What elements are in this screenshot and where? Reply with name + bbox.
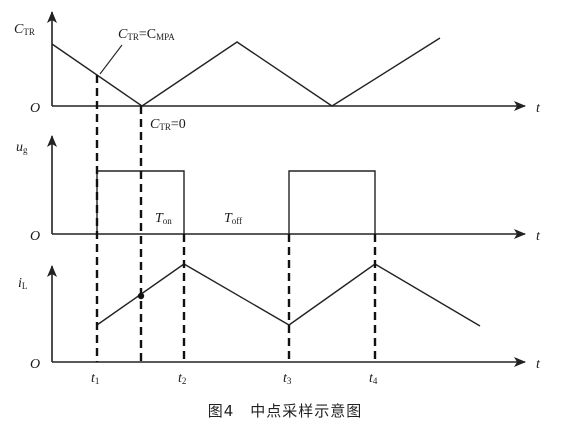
current-y-label: iL	[18, 276, 27, 291]
ton-label: Ton	[155, 211, 172, 226]
carrier-triangle-wave	[51, 37, 441, 107]
annotation-ctr-zero: CTR=0	[150, 117, 186, 132]
carrier-x-label: t	[536, 101, 541, 116]
time-label-t1: t1	[91, 371, 99, 386]
panel-carrier: CTR O t CTR=CMPA CTR=0	[14, 11, 541, 132]
time-label-t2: t2	[178, 371, 186, 386]
carrier-origin-label: O	[30, 101, 40, 116]
gate-y-label: ug	[16, 140, 28, 155]
gate-origin-label: O	[30, 229, 40, 244]
gate-pulse-2	[288, 170, 376, 234]
carrier-y-label: CTR	[14, 22, 35, 37]
time-label-t3: t3	[283, 371, 292, 386]
time-labels: t1 t2 t3 t4	[91, 371, 378, 386]
panel-gate: ug O t Ton Toff	[16, 135, 541, 244]
annotation-ctr-equals-cmpa: CTR=CMPA	[118, 27, 175, 42]
toff-label: Toff	[224, 211, 242, 226]
annotation-pointer	[99, 44, 123, 75]
time-label-t4: t4	[369, 371, 378, 386]
gate-x-label: t	[536, 229, 541, 244]
guide-lines	[95, 75, 377, 362]
figure-caption: 图4 中点采样示意图	[208, 402, 363, 420]
current-x-label: t	[536, 357, 541, 372]
current-origin-label: O	[30, 357, 40, 372]
panel-current: iL O t	[18, 263, 541, 372]
